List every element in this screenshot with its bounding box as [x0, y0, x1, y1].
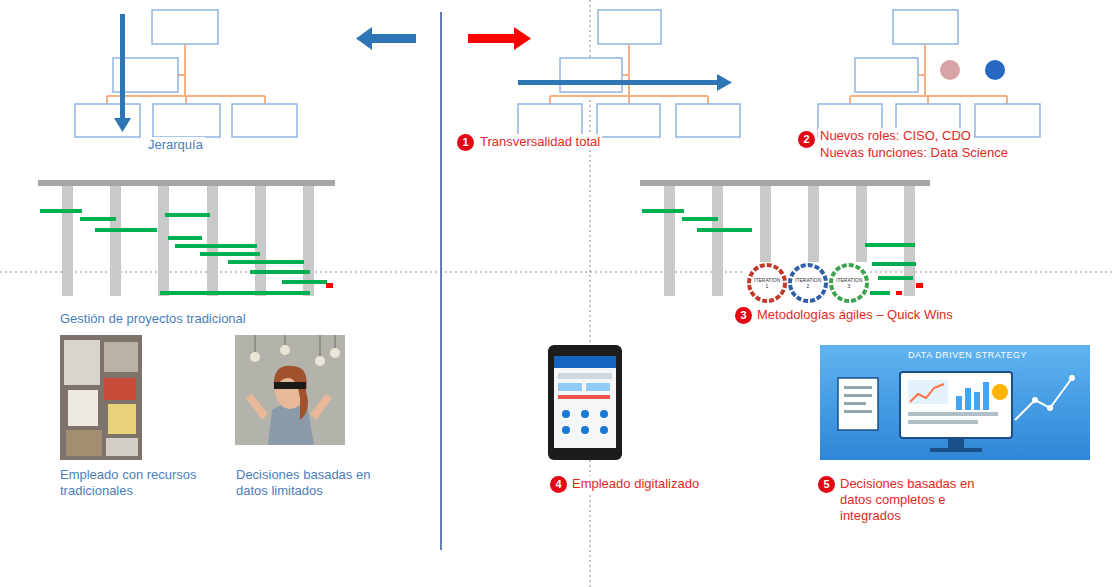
iteration-label: ITERATION 3 — [836, 277, 862, 289]
right-arrow — [468, 27, 531, 50]
callout-number: 2 — [798, 131, 815, 148]
role-dot — [940, 60, 960, 80]
caption-text: Transversalidad total — [478, 134, 602, 150]
caption-text: Metodologías ágiles – Quick Wins — [755, 307, 955, 323]
caption-text: Empleado digitalizado — [570, 476, 701, 492]
caption-text: Nuevos roles: CISO, CDO — [818, 128, 973, 144]
caption-text: Jerarquía — [146, 137, 205, 153]
blindfold-photo — [235, 335, 345, 445]
gantt-chart — [38, 180, 335, 296]
iteration-label: ITERATION 2 — [795, 277, 821, 289]
caption-text: Decisiones basadas en datos completos e … — [838, 476, 1002, 524]
caption-text: Decisiones basadas en datos limitados — [234, 467, 388, 499]
image-title: DATA DRIVEN STRATEGY — [906, 350, 1029, 361]
callout-number: 5 — [818, 476, 835, 493]
caption-text: Empleado con recursos tradicionales — [58, 467, 212, 499]
iteration-label: ITERATION 1 — [754, 277, 780, 289]
callout-number: 1 — [457, 134, 474, 151]
left-arrow — [356, 27, 416, 50]
caption-text: Gestión de proyectos tradicional — [58, 311, 248, 327]
tablet-photo — [548, 345, 622, 460]
gantt-chart — [640, 180, 930, 304]
org-chart — [818, 10, 1040, 137]
org-chart — [75, 10, 297, 137]
separator-line — [440, 12, 442, 550]
office-photo — [60, 335, 142, 460]
caption-text: Nuevas funciones: Data Science — [818, 145, 1010, 161]
org-chart — [518, 10, 740, 137]
callout-number: 4 — [550, 476, 567, 493]
transversal-arrow — [518, 74, 732, 91]
role-dot — [985, 60, 1005, 80]
callout-number: 3 — [735, 307, 752, 324]
hierarchy-arrow — [114, 14, 131, 132]
data-strategy-image — [820, 345, 1090, 460]
